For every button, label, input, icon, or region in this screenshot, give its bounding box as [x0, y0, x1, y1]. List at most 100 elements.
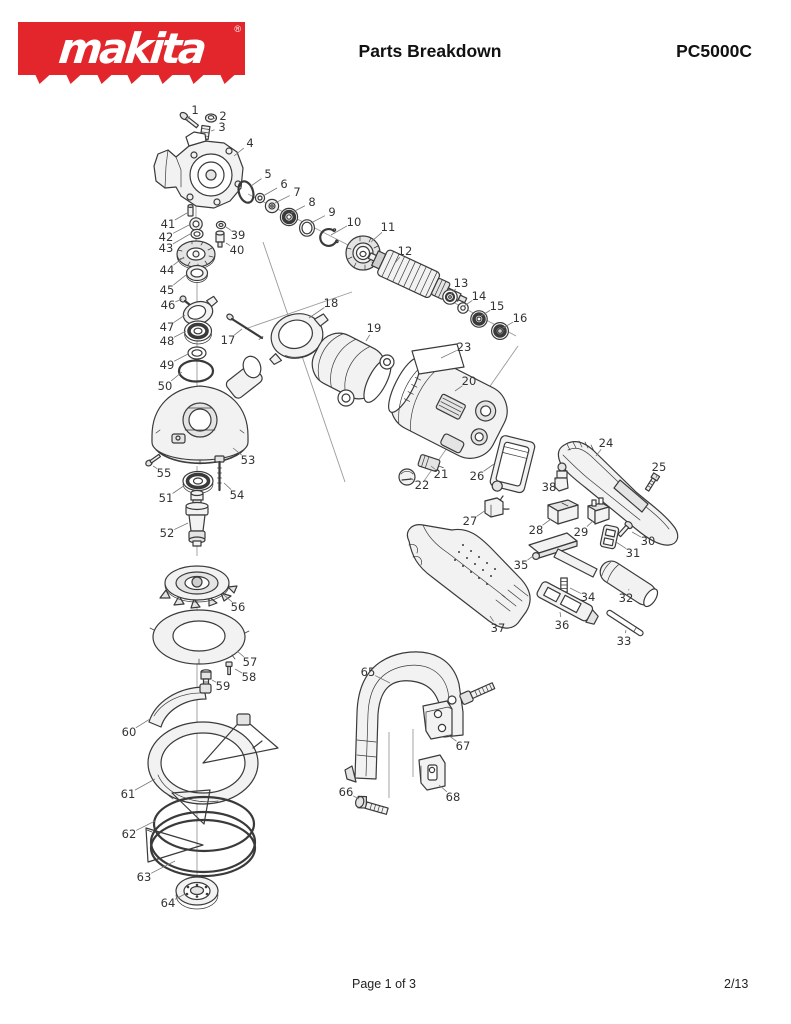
- part-26-switch-plate: [489, 435, 536, 510]
- part-label-21: 21: [434, 467, 449, 481]
- leader-line-59: [211, 679, 217, 683]
- leader-line-60: [135, 718, 151, 729]
- part-39-ring: [215, 220, 227, 230]
- part-5-o-ring: [237, 180, 255, 204]
- part-10-snap-ring: [319, 228, 339, 247]
- part-label-36: 36: [555, 618, 570, 632]
- leader-line-42: [172, 224, 190, 234]
- part-32-grip: [599, 560, 659, 608]
- part-44-fan-gear: [176, 240, 216, 270]
- leader-line-52: [174, 522, 189, 530]
- part-label-18: 18: [324, 296, 339, 310]
- part-label-64: 64: [161, 896, 176, 910]
- part-label-6: 6: [280, 177, 287, 191]
- leader-line-51: [172, 484, 186, 494]
- part-label-35: 35: [514, 558, 529, 572]
- part-label-9: 9: [328, 205, 335, 219]
- part-label-8: 8: [308, 195, 315, 209]
- leader-line-37: [489, 615, 494, 622]
- part-label-44: 44: [160, 263, 175, 277]
- part-55-screw: [145, 453, 162, 467]
- part-label-68: 68: [446, 790, 461, 804]
- part-29-connector: [587, 497, 610, 525]
- part-label-10: 10: [347, 215, 362, 229]
- part-11-bevel-gear: [345, 235, 381, 271]
- leader-line-25: [655, 474, 658, 479]
- leader-line-35: [527, 555, 534, 561]
- leader-line-26: [483, 463, 495, 472]
- leader-line-6: [262, 187, 278, 197]
- part-15-bearing: [470, 310, 488, 328]
- leader-line-8: [290, 205, 306, 214]
- sheet-number: 2/13: [724, 977, 749, 991]
- leader-line-36: [559, 611, 562, 618]
- part-label-34: 34: [581, 590, 596, 604]
- part-8-bearing: [279, 207, 299, 227]
- part-label-63: 63: [137, 870, 152, 884]
- part-label-12: 12: [398, 244, 413, 258]
- part-6-nut: [254, 192, 266, 204]
- part-21-brush: [417, 454, 444, 472]
- leader-line-15: [480, 309, 491, 317]
- leader-line-50: [170, 371, 183, 382]
- part-33-rod: [606, 609, 644, 637]
- part-label-62: 62: [122, 827, 137, 841]
- part-30-screw: [617, 520, 633, 538]
- leader-line-13: [450, 288, 456, 295]
- part-label-25: 25: [652, 460, 667, 474]
- part-label-14: 14: [472, 289, 487, 303]
- part-label-13: 13: [454, 276, 469, 290]
- leader-line-30: [631, 531, 642, 538]
- leader-line-39: [225, 226, 232, 231]
- part-label-41: 41: [161, 217, 176, 231]
- page-title: Parts Breakdown: [358, 41, 502, 61]
- part-57-ring-plate: [149, 609, 250, 665]
- leader-line-47: [173, 314, 186, 323]
- part-label-38: 38: [542, 480, 557, 494]
- part-label-30: 30: [641, 534, 656, 548]
- part-label-24: 24: [599, 436, 614, 450]
- part-52-spindle: [185, 489, 209, 547]
- leader-line-11: [370, 231, 383, 243]
- part-label-45: 45: [160, 283, 175, 297]
- part-label-43: 43: [159, 241, 174, 255]
- registered-trademark-icon: ®: [234, 24, 241, 34]
- leader-line-7: [274, 195, 291, 204]
- part-54-bolt: [214, 455, 225, 492]
- part-label-60: 60: [122, 725, 137, 739]
- part-35-lever-plate: [528, 532, 598, 578]
- part-label-27: 27: [463, 514, 478, 528]
- leader-line-44: [173, 256, 185, 266]
- part-61-guard: [147, 713, 279, 805]
- leader-line-31: [615, 541, 627, 549]
- part-47-cover: [182, 295, 218, 326]
- handle-screw: [459, 682, 496, 705]
- leader-line-49: [173, 353, 189, 362]
- part-label-57: 57: [243, 655, 258, 669]
- leader-line-3: [210, 129, 215, 132]
- part-label-29: 29: [574, 525, 589, 539]
- part-label-15: 15: [490, 299, 505, 313]
- leader-line-45: [173, 274, 187, 286]
- leader-line-67: [447, 734, 457, 742]
- part-46-screw: [179, 295, 192, 307]
- leader-line-53: [232, 447, 243, 456]
- leader-line-48: [173, 330, 187, 338]
- part-53-blower-housing: [151, 355, 263, 465]
- part-label-3: 3: [218, 120, 225, 134]
- exploded-parts: [145, 111, 679, 910]
- leader-line-55: [152, 465, 158, 470]
- part-label-39: 39: [231, 228, 246, 242]
- part-label-67: 67: [456, 739, 471, 753]
- part-label-52: 52: [160, 526, 175, 540]
- part-label-26: 26: [470, 469, 485, 483]
- part-label-22: 22: [415, 478, 430, 492]
- leader-line-5: [250, 178, 262, 187]
- part-label-53: 53: [241, 453, 256, 467]
- leader-line-61: [134, 778, 156, 791]
- part-66-bolt: [354, 795, 389, 815]
- part-20-motor-housing: [388, 357, 508, 459]
- part-label-2: 2: [219, 109, 226, 123]
